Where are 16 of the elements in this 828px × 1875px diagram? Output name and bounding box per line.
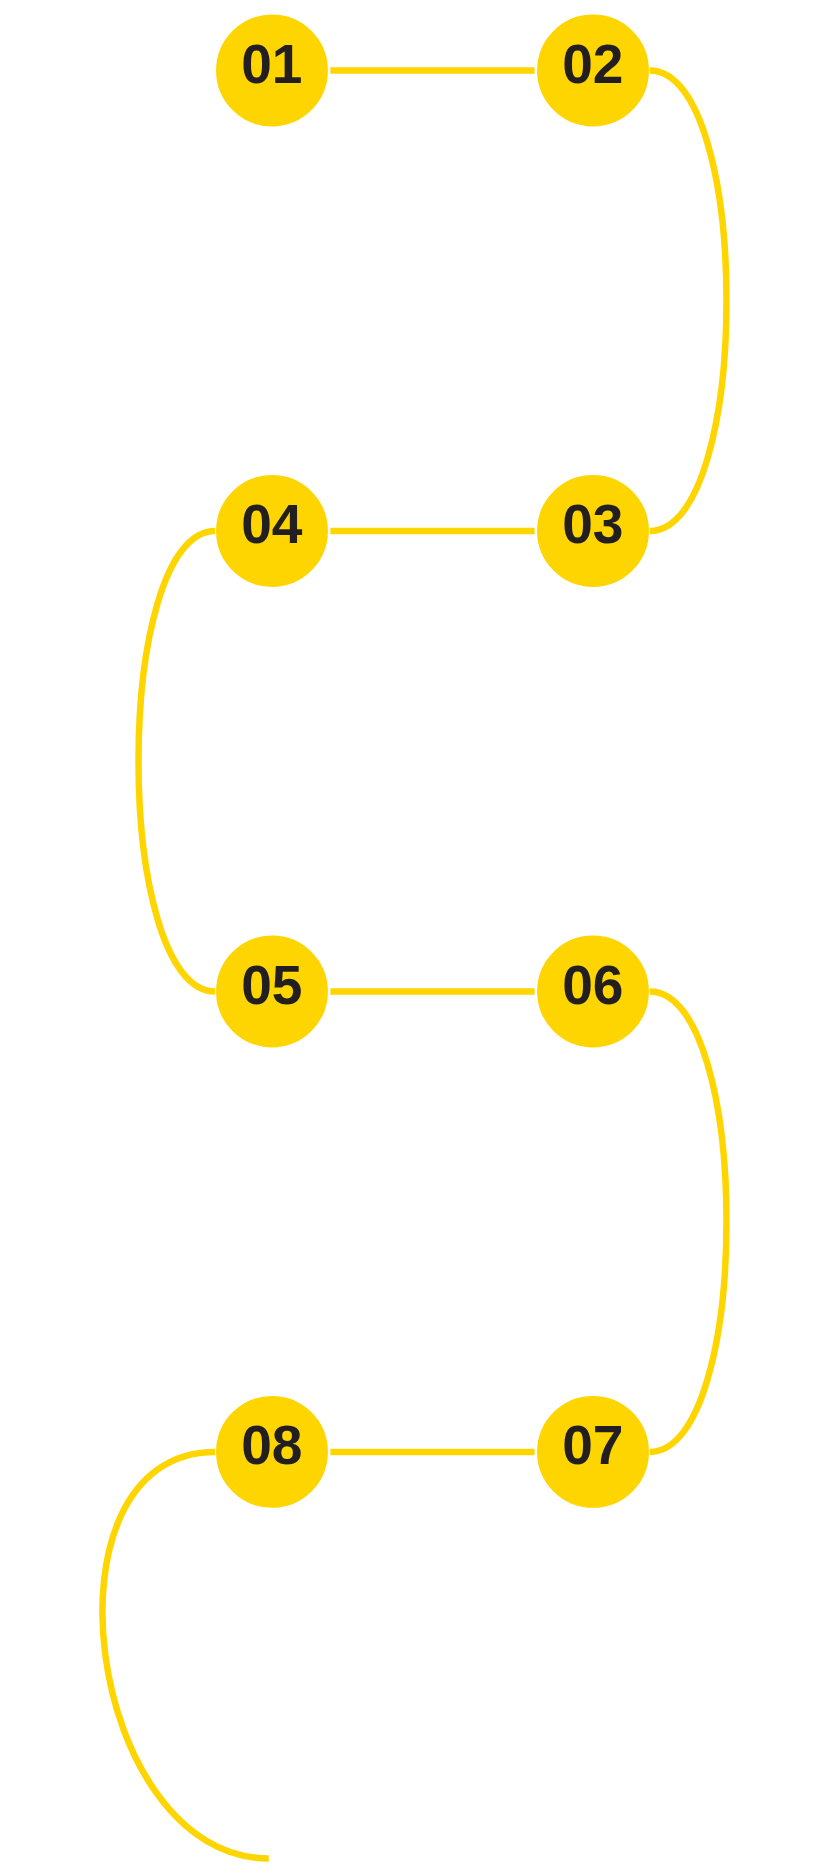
connector bbox=[330, 527, 535, 535]
connector bbox=[99, 1448, 270, 1862]
node-circle: 03 bbox=[537, 475, 649, 587]
node-circle: 07 bbox=[537, 1396, 649, 1508]
node-circle: 06 bbox=[537, 935, 649, 1048]
node-circle: 01 bbox=[216, 14, 328, 127]
connector bbox=[330, 67, 535, 74]
node-circle: 05 bbox=[216, 935, 328, 1048]
connector bbox=[330, 988, 535, 995]
node-circle: 02 bbox=[537, 14, 649, 127]
node-circle: 04 bbox=[216, 475, 328, 587]
connector bbox=[648, 988, 730, 1455]
connector bbox=[330, 1448, 535, 1456]
node-circle: 08 bbox=[216, 1396, 328, 1508]
connector bbox=[135, 527, 217, 995]
connector bbox=[648, 67, 730, 535]
